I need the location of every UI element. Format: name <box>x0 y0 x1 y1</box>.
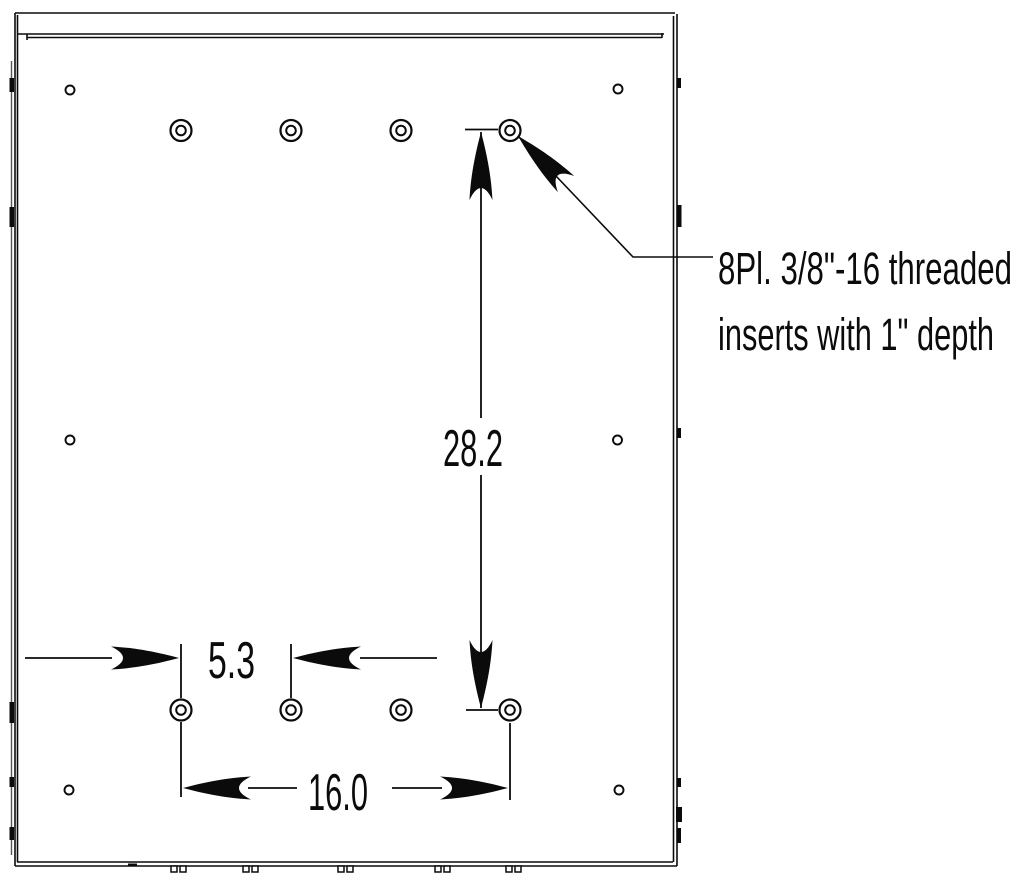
threaded-insert <box>498 698 522 722</box>
threaded-insert <box>389 118 413 143</box>
enclosure-outline <box>14 12 678 867</box>
arrow-right-icon <box>440 776 508 800</box>
small-hole <box>612 434 623 446</box>
dimension-vertical-28-2: 28.2 <box>443 128 503 711</box>
dimension-value-28-2: 28.2 <box>443 420 503 478</box>
callout-leader: 8Pl. 3/8"-16 threaded inserts with 1" de… <box>509 127 1012 360</box>
arrow-right-icon <box>111 646 179 670</box>
dimension-horizontal-16-0: 16.0 <box>180 722 511 822</box>
small-hole <box>612 83 624 95</box>
dimension-value-16-0: 16.0 <box>308 764 368 822</box>
small-hole <box>64 434 76 446</box>
arrow-left-icon <box>293 646 361 670</box>
arrow-up-left-icon <box>509 127 575 193</box>
small-hole <box>64 84 76 96</box>
threaded-insert <box>389 698 413 722</box>
threaded-insert <box>498 118 522 143</box>
threaded-insert <box>279 698 303 722</box>
threaded-insert <box>169 698 193 722</box>
threaded-insert <box>169 118 193 143</box>
dimension-value-5-3: 5.3 <box>208 632 255 690</box>
threaded-insert <box>279 118 303 143</box>
arrow-left-icon <box>183 776 251 800</box>
dimension-horizontal-5-3: 5.3 <box>25 632 437 698</box>
threaded-inserts <box>169 118 522 722</box>
edge-tabs <box>9 61 682 855</box>
small-hole <box>63 784 75 796</box>
small-mounting-holes <box>63 83 625 796</box>
small-hole <box>613 784 625 796</box>
bottom-feet <box>128 863 522 873</box>
callout-text-line2: inserts with 1" depth <box>718 309 994 360</box>
callout-text-line1: 8Pl. 3/8"-16 threaded <box>718 243 1012 294</box>
